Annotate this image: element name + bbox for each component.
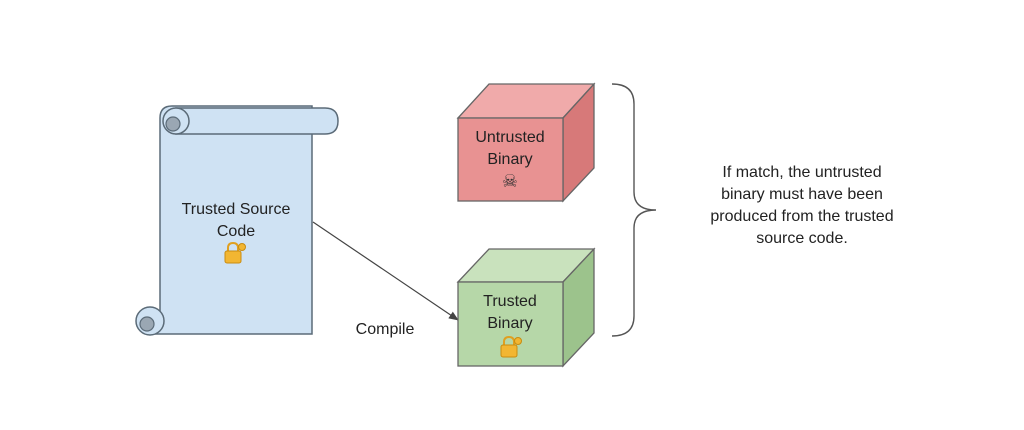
skull-crossbones-icon: ☠ [502,171,518,192]
curly-brace [611,83,657,337]
conclusion-note: If match, the untrusted binary must have… [710,164,893,247]
untrusted-cube-front [457,117,564,202]
conclusion-line1: If match, the untrusted [722,164,881,181]
conclusion-line3: produced from the trusted [710,208,893,225]
scroll-top-roll [175,107,339,135]
source-label-line2: Code [217,223,255,240]
conclusion-line2: binary must have been [721,186,883,203]
trusted-label-line2: Binary [487,315,532,332]
lock-icon [224,241,246,264]
scroll-top-curl-inner [165,116,181,132]
source-label-line1: Trusted Source [182,201,291,218]
trusted-binary-cube: Trusted Binary [456,247,596,368]
untrusted-binary-cube: Untrusted Binary ☠ [456,82,596,203]
untrusted-label-line2: Binary [487,151,532,168]
scroll-bottom-curl-inner [139,316,155,332]
compile-arrow [312,221,459,321]
scroll-body [145,105,313,335]
trusted-label-line1: Trusted [483,293,537,310]
conclusion-line4: source code. [756,230,848,247]
compile-label: Compile [356,321,415,338]
lock-icon [500,335,522,358]
trusted-source-scroll: Trusted Source Code [135,105,339,336]
untrusted-label-line1: Untrusted [475,129,544,146]
